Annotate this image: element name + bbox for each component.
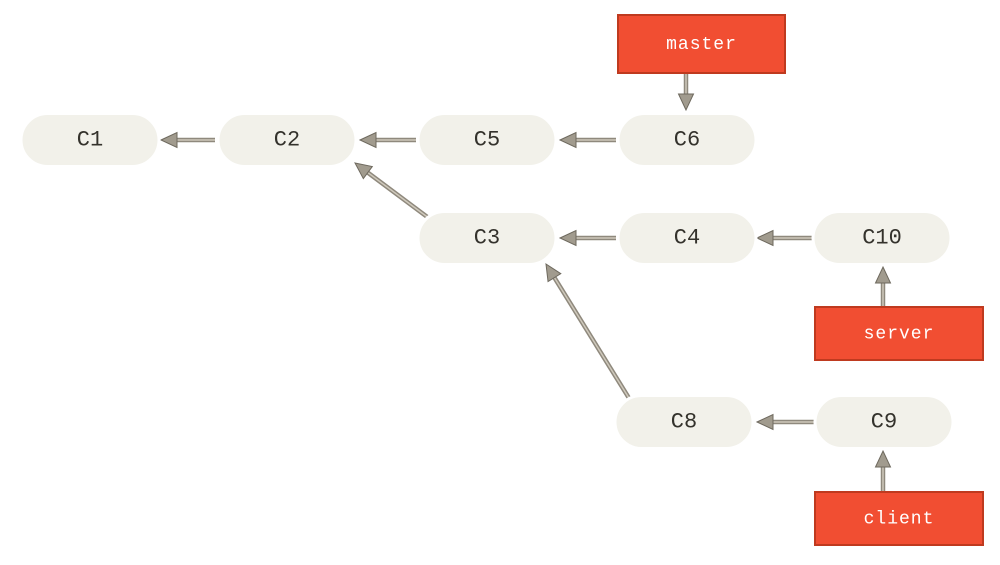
commit-node-C5 xyxy=(416,112,558,168)
edge-C4-C3-arrowhead xyxy=(558,229,577,247)
commit-label-C2: C2 xyxy=(274,128,300,153)
branch-label-master: master xyxy=(666,35,737,55)
branch-arrow-master-arrowhead xyxy=(677,93,695,112)
commit-label-C8: C8 xyxy=(671,410,697,435)
commit-node-C4 xyxy=(616,210,758,266)
edge-C10-C4-arrowhead xyxy=(755,229,774,247)
commit-label-C9: C9 xyxy=(871,410,897,435)
commit-label-C5: C5 xyxy=(474,128,500,153)
commit-node-C2 xyxy=(216,112,358,168)
branch-box-client xyxy=(814,491,984,546)
edge-C6-C5-arrowhead xyxy=(558,131,577,149)
edge-C2-C1-arrowhead xyxy=(159,131,178,149)
branch-label-server: server xyxy=(864,325,935,345)
edge-C8-C3-line-highlight xyxy=(553,277,633,404)
commit-label-C1: C1 xyxy=(77,128,103,153)
branch-label-client: client xyxy=(864,510,935,530)
edge-C3-C2-arrowhead xyxy=(354,162,374,180)
commit-node-C9 xyxy=(813,394,955,450)
edge-C5-C2-arrowhead xyxy=(358,131,377,149)
commit-label-C4: C4 xyxy=(674,226,700,251)
commit-label-C6: C6 xyxy=(674,128,700,153)
branch-box-server xyxy=(814,306,984,361)
commit-label-C3: C3 xyxy=(474,226,500,251)
edge-C3-C2-line-highlight xyxy=(367,171,431,220)
commit-label-C10: C10 xyxy=(862,226,902,251)
branch-arrow-server-arrowhead xyxy=(874,265,892,284)
commit-node-C8 xyxy=(613,394,755,450)
commit-node-C1 xyxy=(19,112,161,168)
commit-node-C3 xyxy=(416,210,558,266)
branch-box-master xyxy=(617,14,786,74)
edge-C8-C3-arrowhead xyxy=(545,262,562,283)
commit-node-C10 xyxy=(811,210,953,266)
branch-arrow-client-arrowhead xyxy=(874,449,892,468)
commit-node-C6 xyxy=(616,112,758,168)
edge-C9-C8-arrowhead xyxy=(755,413,774,431)
